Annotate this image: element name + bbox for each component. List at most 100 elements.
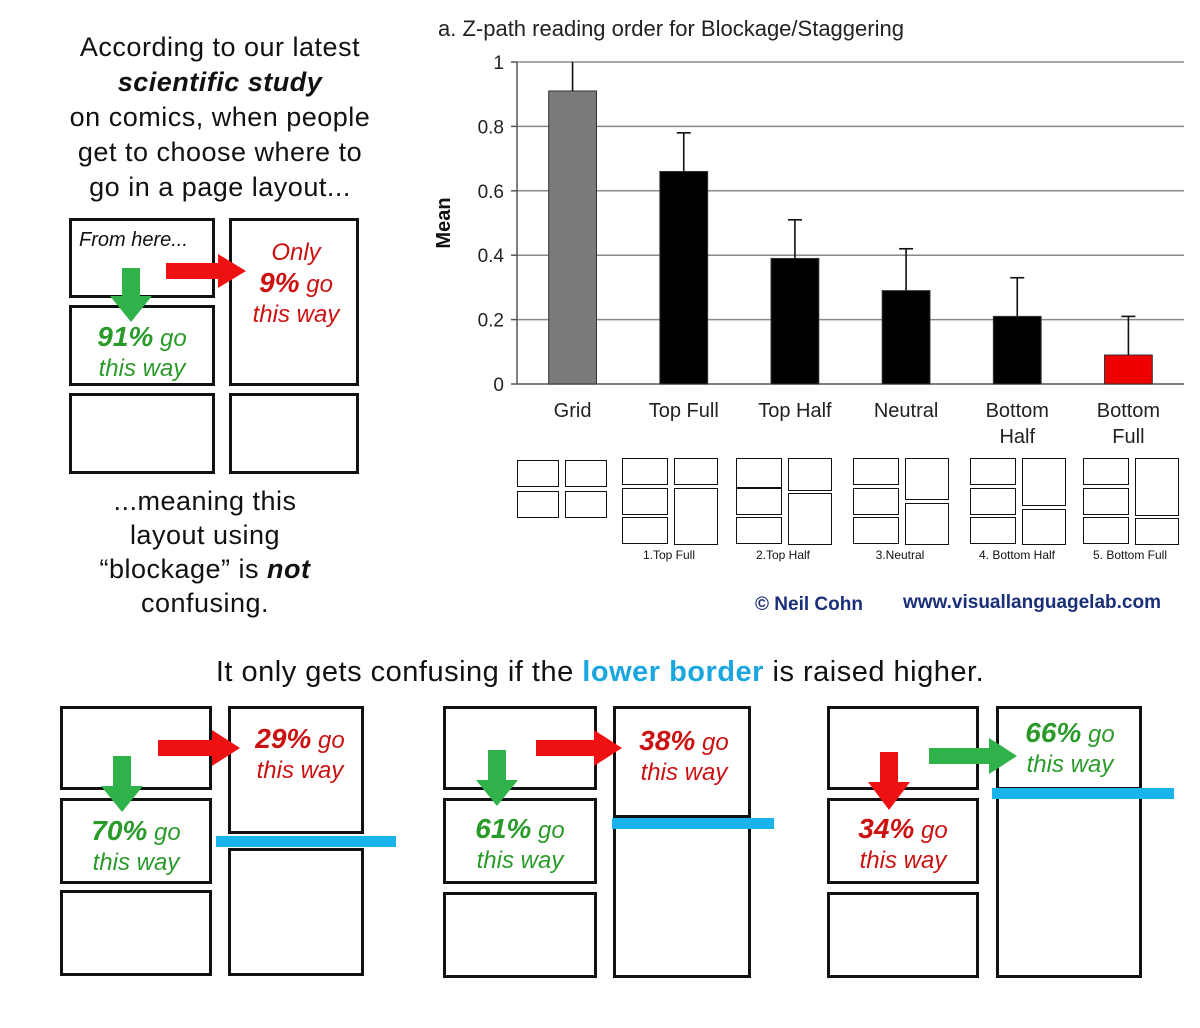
chart-title: a. Z-path reading order for Blockage/Sta… xyxy=(438,16,904,41)
intro-line-1: According to our latest xyxy=(79,32,361,62)
mini-panel xyxy=(1135,458,1179,516)
right-percentage: 66% go this way xyxy=(1000,718,1140,780)
mini-panel xyxy=(565,460,607,487)
x-tick-label: Half xyxy=(999,426,1035,448)
red-right-arrow-icon xyxy=(166,254,246,288)
mini-panel xyxy=(1022,509,1066,545)
y-tick-label: 0.4 xyxy=(478,246,505,267)
mini-panel xyxy=(970,488,1016,515)
down-way: this way xyxy=(98,355,186,382)
red-right-arrow-icon xyxy=(158,730,240,766)
right-way: this way xyxy=(1026,751,1114,778)
mini-layout-label: 5. Bottom Full xyxy=(1092,548,1168,562)
mini-panel xyxy=(788,458,832,491)
mini-panel xyxy=(736,458,782,488)
lower-border-line xyxy=(992,788,1174,799)
panel-4 xyxy=(996,796,1142,978)
mini-panel xyxy=(622,488,668,515)
green-right-arrow-icon xyxy=(929,738,1017,774)
mini-layout-label: 3.Neutral xyxy=(875,548,925,562)
bar-neutral xyxy=(881,290,931,385)
bar-top-full xyxy=(659,170,709,385)
down-percentage: 70% go this way xyxy=(66,816,206,878)
intro-line-3: on comics, when people xyxy=(69,102,371,132)
intro-text: According to our latest scientific study… xyxy=(30,30,410,205)
down-pct-value: 70% xyxy=(91,815,148,846)
bar-grid xyxy=(548,90,597,385)
bar-top-half xyxy=(770,257,820,385)
panel-3 xyxy=(69,305,215,386)
x-tick-label: Top Full xyxy=(649,400,719,422)
mini-panel xyxy=(1022,458,1066,506)
panel-4 xyxy=(69,393,215,474)
x-tick-label: Grid xyxy=(554,400,592,422)
outro-line-1: ...meaning this xyxy=(113,486,297,516)
y-tick-label: 0.6 xyxy=(478,182,504,203)
bar-chart: a. Z-path reading order for Blockage/Sta… xyxy=(433,16,1184,448)
mini-panel xyxy=(905,503,949,545)
mini-panel xyxy=(853,488,899,515)
outro-not: not xyxy=(267,554,311,584)
caption-before: It only gets confusing if the xyxy=(215,656,583,688)
y-tick-label: 0 xyxy=(493,375,504,396)
mini-layout-label: 4. Bottom Half xyxy=(978,548,1056,562)
down-go: go xyxy=(153,325,187,352)
mini-panel xyxy=(1135,518,1179,545)
down-way: this way xyxy=(476,847,564,874)
mini-panel xyxy=(736,488,782,515)
mini-panel xyxy=(517,491,559,518)
caption-after: is raised higher. xyxy=(763,656,985,688)
right-percentage: 29% go this way xyxy=(234,724,366,786)
from-here-label: From here... xyxy=(79,229,188,251)
mini-panel xyxy=(905,458,949,500)
mini-panel xyxy=(736,517,782,544)
mini-panel xyxy=(517,460,559,487)
panel-5 xyxy=(827,892,979,978)
bar-bottom-full xyxy=(1104,354,1153,385)
down-percentage: 34% go this way xyxy=(830,814,976,876)
panel-5 xyxy=(229,393,359,474)
down-pct-value: 91% xyxy=(97,321,154,352)
intro-line-2: scientific study xyxy=(117,67,323,97)
down-pct-value: 34% xyxy=(858,813,915,844)
mini-panel xyxy=(622,517,668,544)
mini-panel xyxy=(853,517,899,544)
right-pct-value: 9% xyxy=(259,267,300,298)
y-tick-label: 1 xyxy=(493,53,504,74)
right-go: go xyxy=(1081,721,1115,748)
lower-border-line xyxy=(216,836,396,847)
panel-3 xyxy=(60,798,212,884)
panel-3 xyxy=(443,798,597,884)
down-go: go xyxy=(914,817,948,844)
mini-panel xyxy=(565,491,607,518)
panel-2 xyxy=(229,218,359,386)
panel-2 xyxy=(613,706,751,818)
down-percentage: 91% go this way xyxy=(74,322,210,384)
down-pct-value: 61% xyxy=(475,813,532,844)
x-tick-label: Bottom xyxy=(986,400,1049,422)
right-way: this way xyxy=(252,301,340,328)
panel-2 xyxy=(996,706,1142,790)
outro-line-3: “blockage” is not xyxy=(40,552,370,586)
down-go: go xyxy=(531,817,565,844)
right-way: this way xyxy=(640,759,728,786)
mini-panel xyxy=(674,488,718,545)
x-tick-label: Full xyxy=(1112,426,1144,448)
x-tick-label: Top Half xyxy=(758,400,832,422)
right-way: this way xyxy=(256,757,344,784)
mini-panel xyxy=(622,458,668,485)
panel-4 xyxy=(613,826,751,978)
green-down-arrow-icon xyxy=(476,750,518,806)
mini-panel xyxy=(1083,488,1129,515)
panel-5 xyxy=(443,892,597,978)
mini-panel xyxy=(853,458,899,485)
outro-text: ...meaning this layout using “blockage” … xyxy=(40,484,370,620)
down-go: go xyxy=(147,819,181,846)
green-down-arrow-icon xyxy=(110,268,152,322)
green-down-arrow-icon xyxy=(101,756,143,812)
intro-line-4: get to choose where to xyxy=(77,137,363,167)
right-pct-value: 38% xyxy=(639,725,696,756)
outro-line-2: layout using xyxy=(129,520,281,550)
mini-layout-label: 2.Top Half xyxy=(755,548,811,562)
panel-5 xyxy=(60,890,212,976)
